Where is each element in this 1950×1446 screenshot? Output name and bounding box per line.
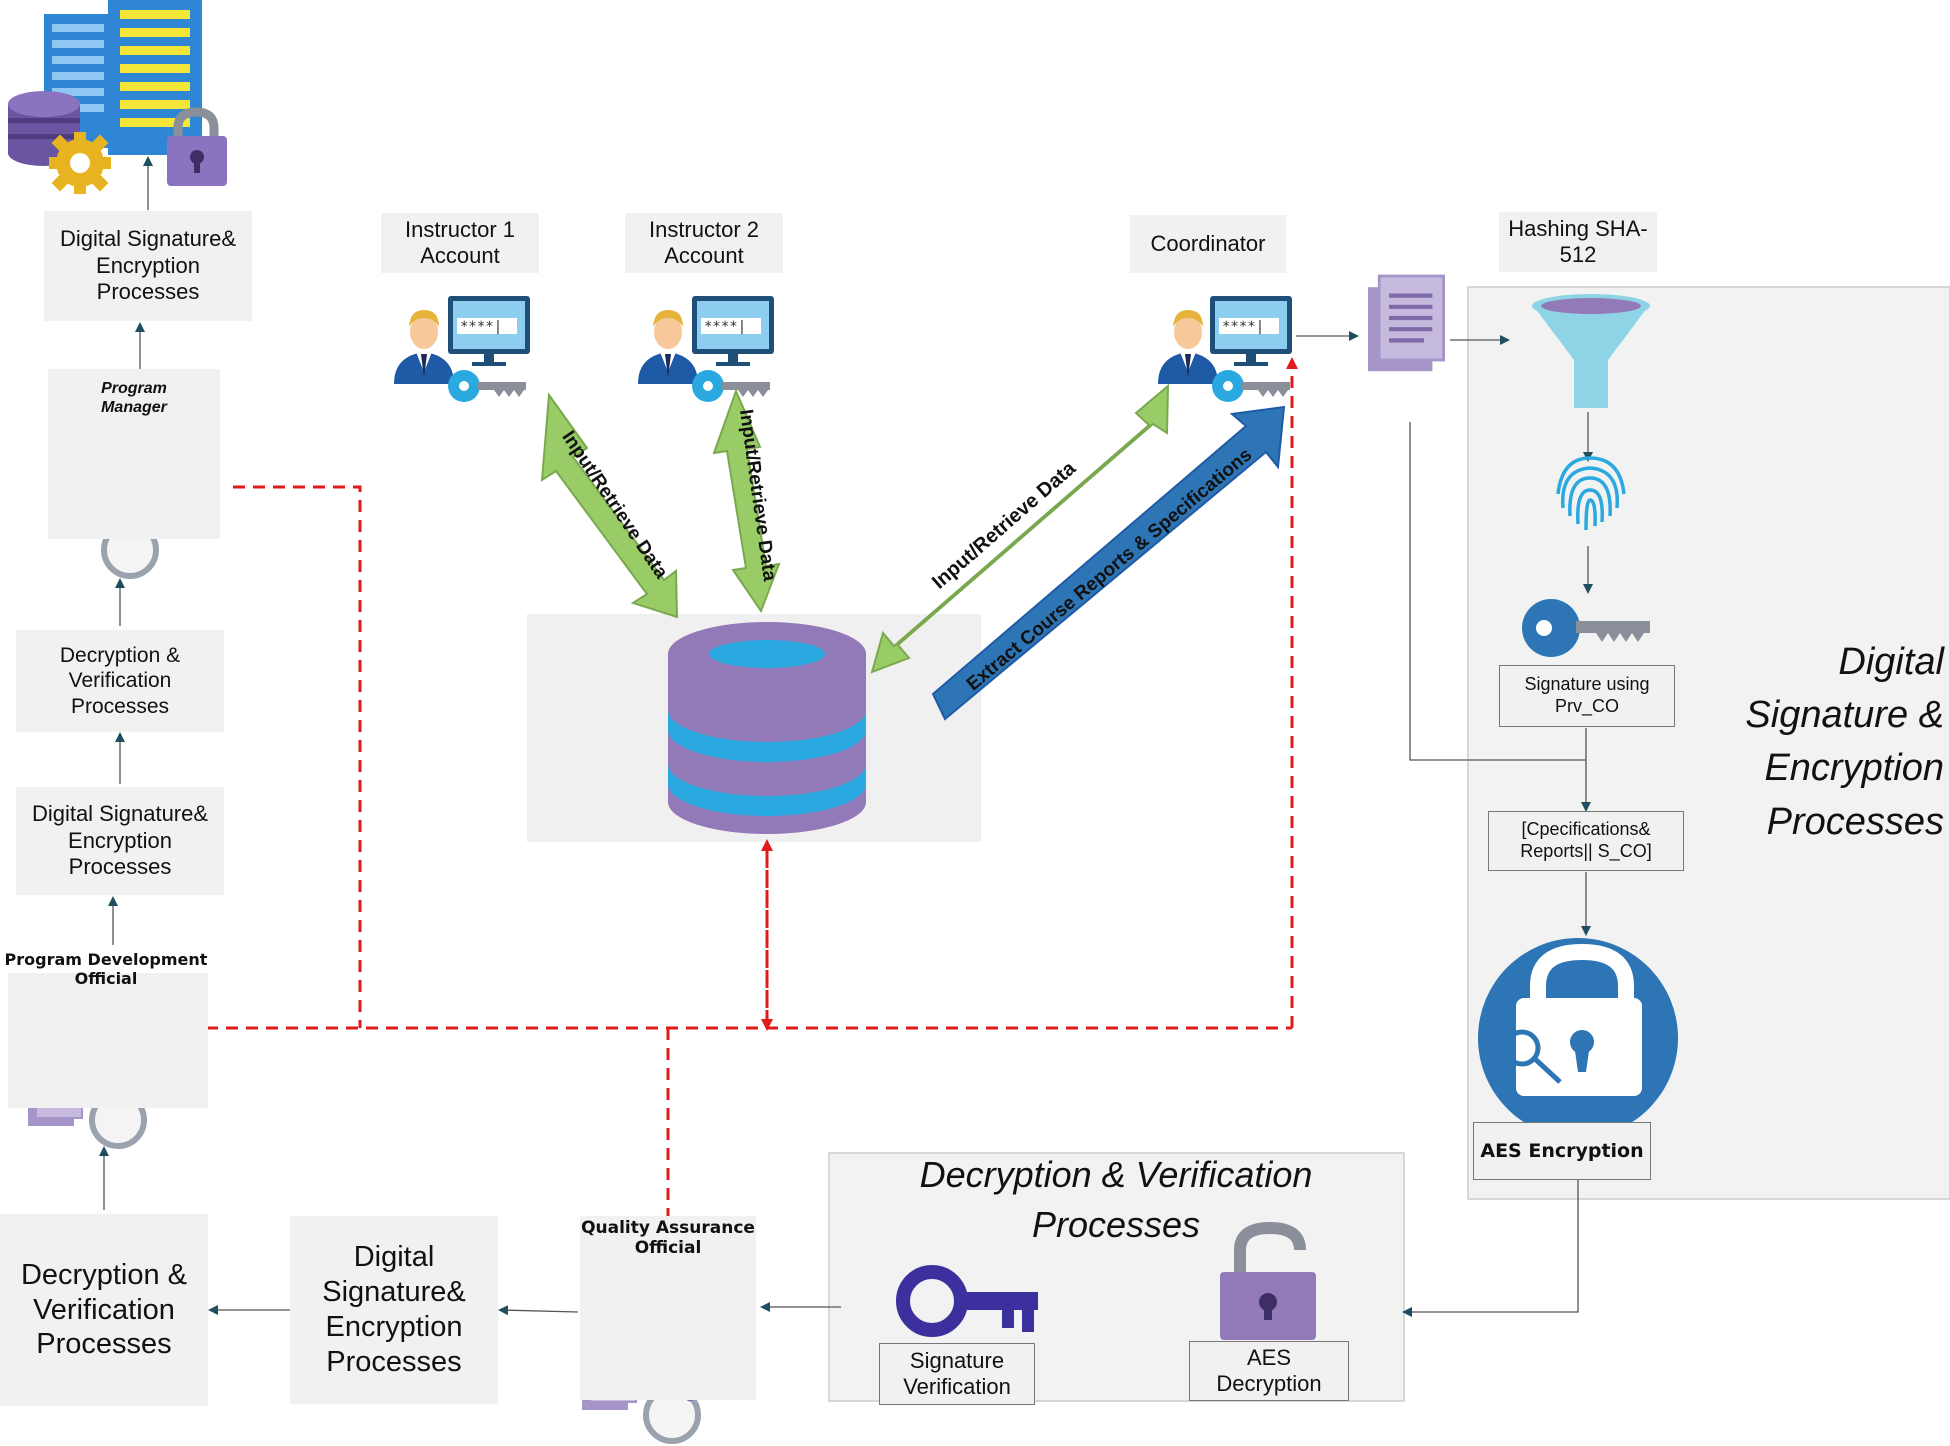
coordinator-icon bbox=[1158, 296, 1292, 402]
coordinator-label: Coordinator bbox=[1150, 230, 1266, 256]
signature-verification-key-icon bbox=[896, 1265, 1038, 1337]
dec-ver-panel-title: Decryption & Verification Processes bbox=[846, 1150, 1386, 1251]
key-icon bbox=[1522, 599, 1650, 657]
dec-ver-mid-line1: Decryption & bbox=[59, 644, 181, 668]
aes-encryption-label: AES Encryption bbox=[1480, 1139, 1644, 1162]
arrow-label-instructor1: Input/Retrieve Data bbox=[557, 427, 671, 583]
ds-enc-bottom-line4: Processes bbox=[326, 1345, 462, 1378]
ds-enc-mid-line3: Processes bbox=[68, 854, 172, 880]
ds-enc-bottom-line1: Digital bbox=[353, 1241, 435, 1274]
instructor2-icon bbox=[638, 296, 774, 402]
ds-enc-bottom-line2: Signature& bbox=[322, 1276, 466, 1309]
instructor1-label-box: Instructor 1 Account bbox=[381, 213, 539, 273]
hashing-label-box: Hashing SHA- 512 bbox=[1499, 212, 1657, 272]
concat-box-line2: Reports|| S_CO] bbox=[1520, 841, 1652, 861]
blue-arrow-extract bbox=[931, 405, 1286, 721]
dec-ver-panel-title-line1: Decryption & Verification bbox=[919, 1154, 1313, 1195]
aes-decryption-line2: Decryption bbox=[1216, 1371, 1322, 1396]
right-panel-title: Digital Signature & Encryption Processes bbox=[1700, 636, 1944, 849]
concat-box-line1: [Cpecifications& bbox=[1521, 819, 1651, 840]
right-panel-title-line4: Processes bbox=[1766, 800, 1944, 843]
dec-ver-mid-box: Decryption & Verification Processes bbox=[16, 630, 224, 732]
document-icon bbox=[1368, 276, 1444, 371]
right-panel-title-line1: Digital bbox=[1838, 641, 1944, 683]
ds-enc-top-line3: Processes bbox=[96, 279, 200, 305]
right-panel-title-line2: Signature & bbox=[1745, 694, 1944, 737]
dec-ver-bottom-line3: Processes bbox=[36, 1328, 172, 1361]
ds-enc-mid-box: Digital Signature& Encryption Processes bbox=[16, 787, 224, 895]
signature-box-line1: Signature using bbox=[1524, 674, 1650, 695]
dec-ver-bottom-box: Decryption & Verification Processes bbox=[0, 1214, 208, 1406]
dec-ver-mid-line3: Processes bbox=[70, 694, 170, 718]
signature-verification-line2: Verification bbox=[903, 1374, 1011, 1399]
aes-lock-icon bbox=[1478, 938, 1678, 1138]
program-manager-line2: Manager bbox=[101, 399, 167, 417]
fingerprint-icon bbox=[1556, 456, 1626, 531]
ds-enc-bottom-box: Digital Signature& Encryption Processes bbox=[290, 1216, 498, 1404]
right-panel-title-line3: Encryption bbox=[1764, 747, 1944, 790]
instructor1-icon bbox=[394, 296, 530, 402]
qa-line1: Quality Assurance bbox=[581, 1218, 755, 1238]
signature-verification-box: Signature Verification bbox=[879, 1343, 1035, 1405]
padlock-icon bbox=[167, 107, 227, 186]
ds-enc-top-line2: Encryption bbox=[96, 252, 200, 278]
red-dashed-network bbox=[206, 357, 1298, 1218]
instructor2-line2: Account bbox=[664, 243, 744, 268]
dec-ver-panel-title-line2: Processes bbox=[1031, 1204, 1201, 1246]
quality-assurance-box bbox=[580, 1216, 756, 1400]
aes-decryption-box: AES Decryption bbox=[1189, 1341, 1349, 1401]
program-manager-box: Program Manager bbox=[48, 369, 220, 539]
dec-ver-bottom-line2: Verification bbox=[33, 1293, 175, 1326]
concat-box: [Cpecifications& Reports|| S_CO] bbox=[1488, 811, 1684, 871]
program-manager-line1: Program bbox=[101, 380, 167, 397]
qa-line2: Official bbox=[634, 1238, 702, 1259]
green-arrow-instructor2 bbox=[712, 388, 781, 614]
signature-verification-line1: Signature bbox=[909, 1347, 1005, 1373]
instructor1-line2: Account bbox=[420, 243, 500, 268]
signature-box: Signature using Prv_CO bbox=[1499, 665, 1675, 727]
funnel-icon bbox=[1532, 294, 1650, 408]
quality-assurance-label: Quality Assurance Official bbox=[572, 1218, 764, 1259]
program-development-label: Program Development Official bbox=[0, 950, 212, 988]
aes-decryption-line1: AES bbox=[1246, 1344, 1292, 1370]
arrow-label-extract: Extract Course Reports & Specifications bbox=[963, 444, 1256, 695]
dec-ver-bottom-line1: Decryption & bbox=[20, 1258, 187, 1291]
pdo-line2: Official bbox=[74, 969, 138, 989]
pdo-line1: Program Development bbox=[4, 950, 208, 969]
arrow-label-coordinator: Input/Retrieve Data bbox=[928, 457, 1081, 594]
coordinator-label-box: Coordinator bbox=[1130, 215, 1286, 273]
green-arrow-coordinator bbox=[870, 383, 1170, 674]
instructor1-line1: Instructor 1 bbox=[404, 216, 516, 242]
aes-encryption-box: AES Encryption bbox=[1473, 1122, 1651, 1180]
green-arrow-instructor1 bbox=[540, 392, 679, 619]
instructor2-label-box: Instructor 2 Account bbox=[625, 213, 783, 273]
gear-icon bbox=[49, 132, 111, 194]
connector-lines bbox=[99, 156, 1593, 1317]
open-padlock-icon bbox=[1220, 1221, 1316, 1340]
hashing-line2: 512 bbox=[1559, 242, 1597, 267]
signature-box-line2: Prv_CO bbox=[1554, 696, 1619, 716]
dec-ver-mid-line2: Verification bbox=[68, 669, 172, 693]
instructor2-line1: Instructor 2 bbox=[648, 216, 760, 242]
ds-enc-top-line1: Digital Signature& bbox=[59, 226, 237, 252]
ds-enc-mid-line1: Digital Signature& bbox=[31, 801, 209, 827]
ds-enc-bottom-line3: Encryption bbox=[325, 1311, 463, 1343]
hashing-line1: Hashing SHA- bbox=[1508, 215, 1648, 241]
ds-enc-mid-line2: Encryption bbox=[68, 827, 172, 853]
central-database-icon bbox=[668, 622, 866, 834]
ds-enc-top-box: Digital Signature& Encryption Processes bbox=[44, 211, 252, 321]
program-development-box bbox=[8, 973, 208, 1108]
